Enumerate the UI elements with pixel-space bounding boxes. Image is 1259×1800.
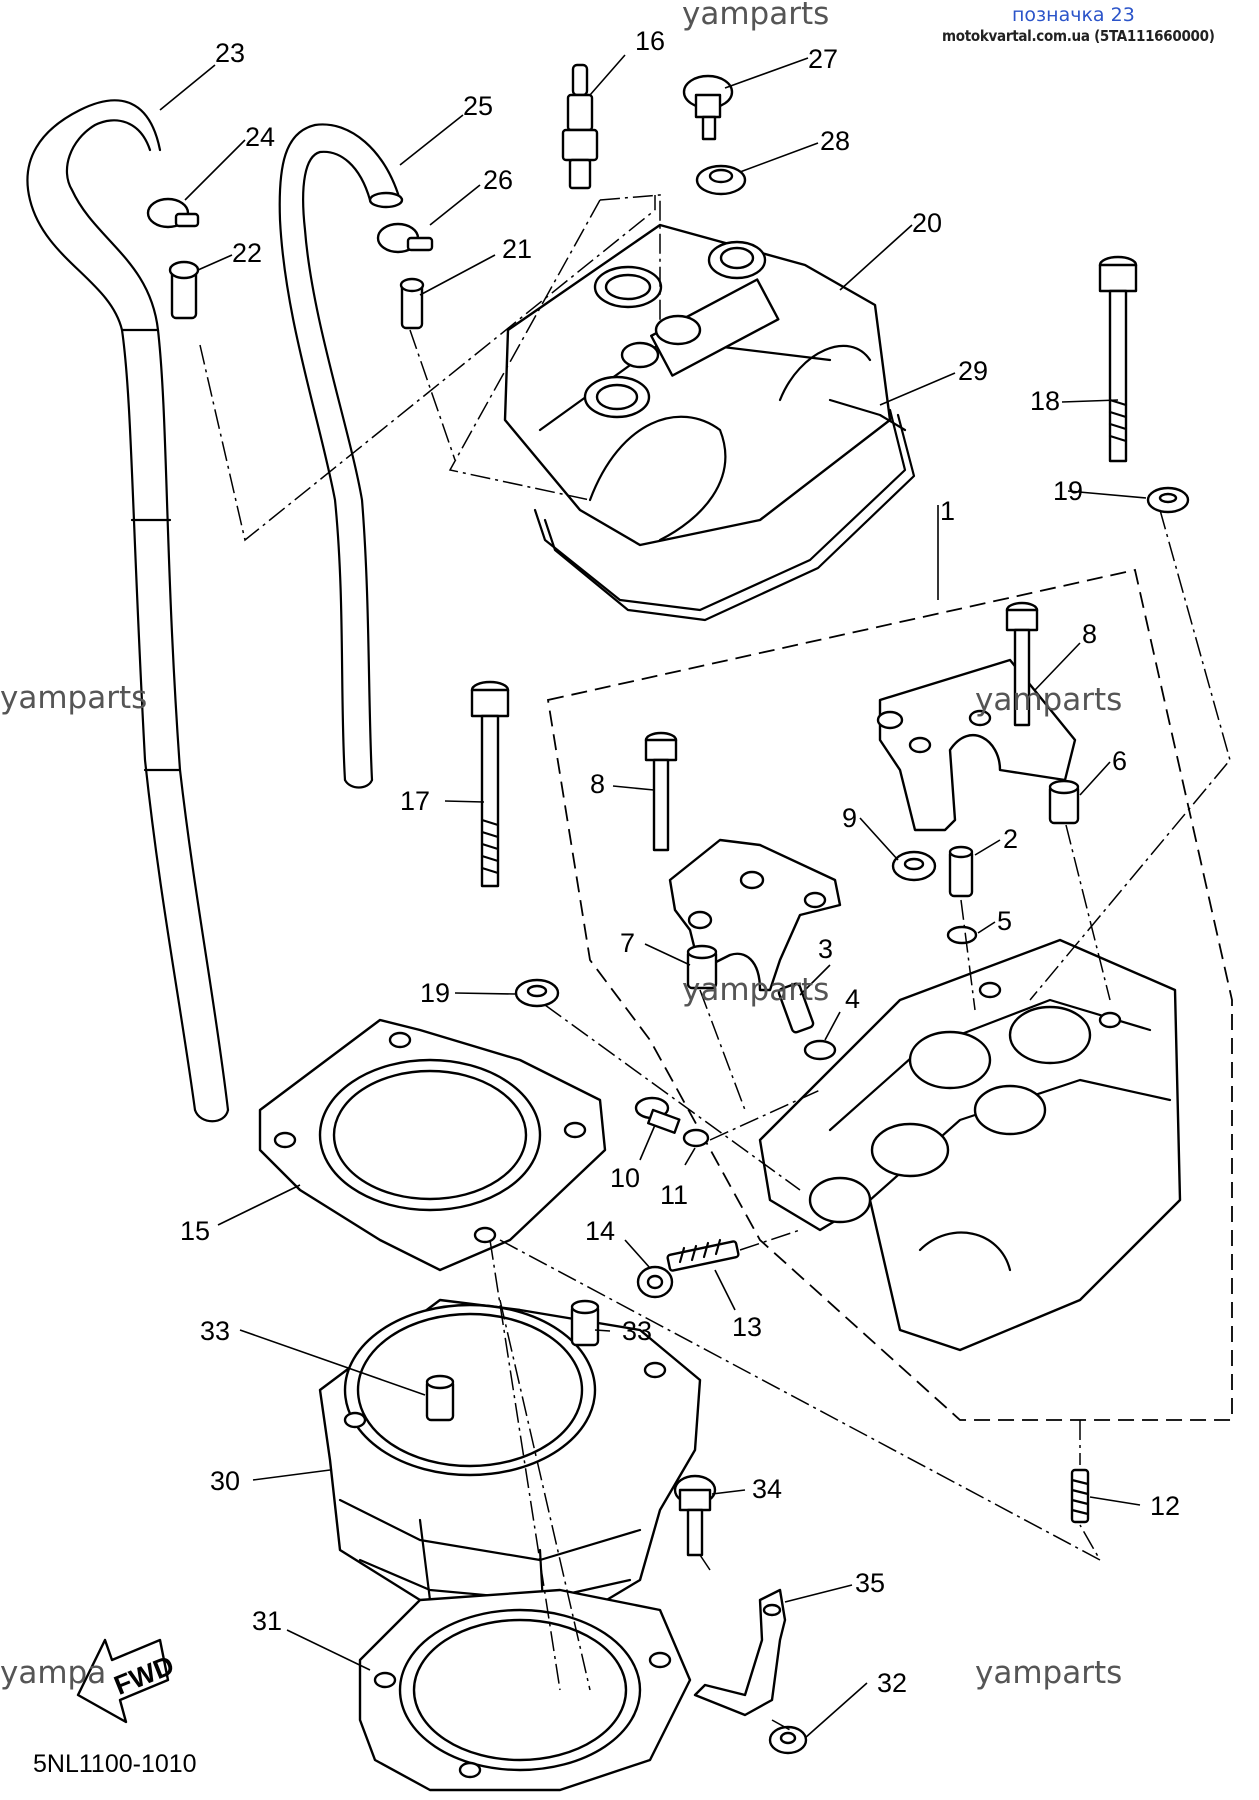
callout-22: 22	[232, 238, 262, 268]
callout-9: 9	[842, 803, 857, 833]
washer-19-left	[514, 978, 560, 1008]
cylinder-head-gasket-16	[258, 1018, 607, 1272]
callout-5: 5	[997, 906, 1012, 936]
valve-guide-2	[948, 845, 974, 898]
callout-1: 1	[940, 496, 955, 526]
clamp-24	[146, 197, 200, 229]
cylinder-30	[318, 1298, 702, 1642]
callout-10: 10	[610, 1163, 640, 1193]
callout-23: 23	[215, 38, 245, 68]
callout-34: 34	[752, 1474, 782, 1504]
watermark: yamparts	[975, 1655, 1122, 1691]
callout-20: 20	[912, 208, 942, 238]
valve-guide-3	[777, 982, 815, 1034]
callout-32: 32	[877, 1668, 907, 1698]
cylinder-base-gasket-31	[358, 1588, 692, 1792]
watermark: yamparts	[682, 972, 829, 1008]
callout-33-left: 33	[200, 1316, 230, 1346]
stud-12	[1070, 1468, 1090, 1524]
grommet-28	[695, 164, 747, 196]
ring-4	[803, 1039, 837, 1061]
callout-17: 17	[400, 786, 430, 816]
clamp-26	[376, 222, 434, 254]
washer-11	[682, 1128, 710, 1148]
pipe-22	[168, 260, 200, 320]
seal-9	[891, 850, 937, 882]
callout-18: 18	[1030, 386, 1060, 416]
washer-19-right	[1146, 486, 1190, 514]
watermark: yampa	[0, 1655, 106, 1691]
assembly-lines	[199, 194, 1231, 1731]
breather-hose-25	[278, 123, 404, 789]
pipe-21	[399, 277, 425, 330]
bolt-8-left	[644, 731, 678, 852]
spark-plug-15	[561, 63, 599, 190]
bolt-10	[634, 1096, 681, 1134]
leader-lines	[159, 54, 1147, 1739]
cylinder-head-group-boundary	[546, 568, 1233, 1421]
callout-7: 7	[620, 928, 635, 958]
dowel-pin-7	[686, 944, 718, 990]
callout-13: 13	[732, 1312, 762, 1342]
bolt-34	[673, 1474, 717, 1557]
callout-24: 24	[245, 122, 275, 152]
callout-26: 26	[483, 165, 513, 195]
bolt-18	[1098, 255, 1138, 463]
callout-12: 12	[1150, 1491, 1180, 1521]
callout-11: 11	[660, 1180, 688, 1210]
bracket-35	[693, 1588, 787, 1717]
dowel-pin-33-left	[425, 1374, 455, 1422]
callout-16: 15	[180, 1216, 210, 1246]
callout-19-right: 19	[1053, 476, 1083, 506]
callout-35: 35	[855, 1568, 885, 1598]
dowel-pin-33-right	[570, 1299, 600, 1347]
callout-19-left: 19	[420, 978, 450, 1008]
callout-28: 28	[820, 126, 850, 156]
callout-4: 4	[845, 984, 860, 1014]
breather-hose-23	[26, 99, 230, 1123]
callout-15: 16	[635, 26, 665, 56]
callout-31: 31	[252, 1606, 282, 1636]
callout-2: 2	[1003, 824, 1018, 854]
cylinder-head-1	[758, 938, 1182, 1352]
callout-30: 30	[210, 1466, 240, 1496]
ring-5	[946, 925, 978, 945]
dowel-pin-6	[1048, 779, 1080, 825]
callout-27: 27	[808, 44, 838, 74]
callout-6: 6	[1112, 746, 1127, 776]
bolt-27	[682, 74, 734, 141]
cylinder-head-cover-20	[503, 223, 892, 547]
callout-8-right: 8	[1082, 619, 1097, 649]
callout-29: 29	[958, 356, 988, 386]
callout-21: 21	[502, 234, 532, 264]
page-source-subtitle: motokvartal.com.ua (5TA111660000)	[942, 27, 1215, 45]
callout-3: 3	[818, 934, 833, 964]
gasket-29	[533, 398, 916, 622]
watermark: yamparts	[975, 682, 1122, 718]
bolt-8-right	[1005, 601, 1039, 727]
callout-25: 25	[463, 91, 493, 121]
bolt-17	[470, 680, 510, 888]
watermark: yamparts	[682, 0, 829, 32]
callout-8-left: 8	[590, 769, 605, 799]
diagram-code: 5NL1100-1010	[33, 1750, 197, 1778]
callout-33-right: 33	[622, 1316, 652, 1346]
watermark: yamparts	[0, 680, 147, 716]
bolt-32	[768, 1725, 808, 1755]
stud-13	[666, 1238, 740, 1272]
page-tag-title: позначка 23	[1012, 4, 1135, 26]
callout-14: 14	[585, 1216, 615, 1246]
nut-14	[636, 1265, 674, 1299]
